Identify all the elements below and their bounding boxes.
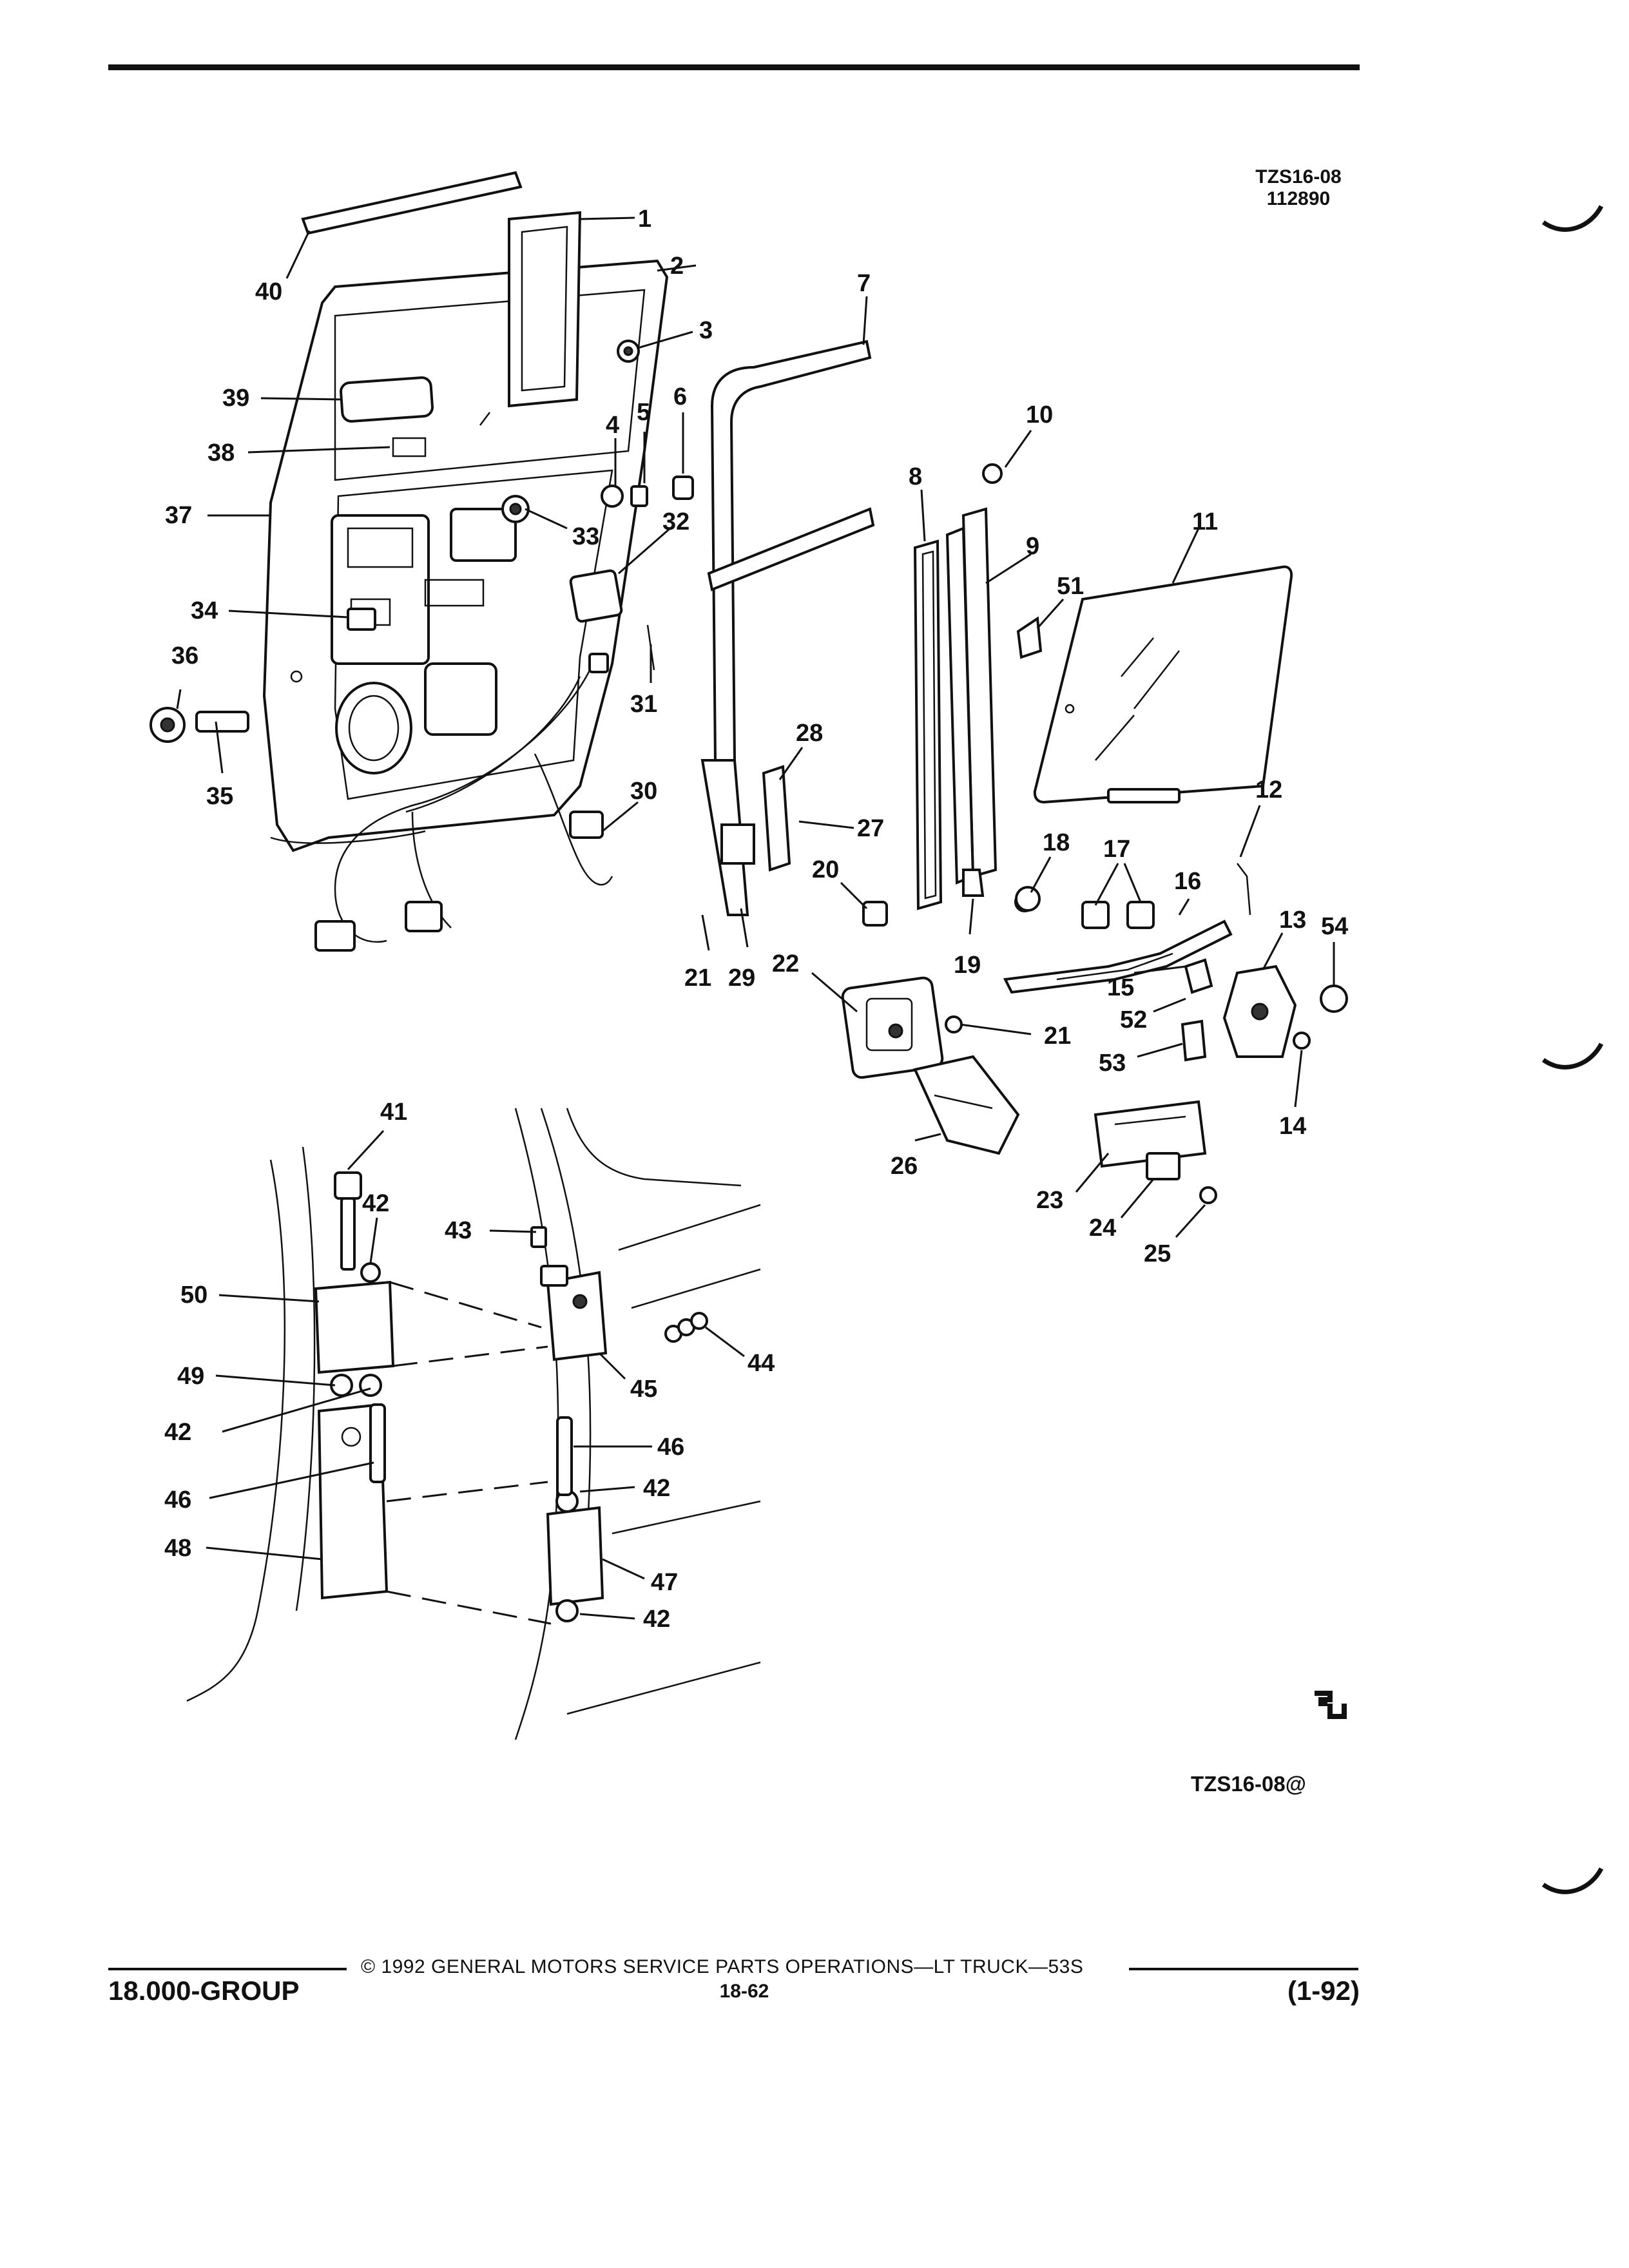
- callout-48: 48: [164, 1535, 191, 1562]
- callout-11: 11: [1192, 508, 1218, 535]
- callout-8: 8: [909, 463, 922, 490]
- glass-run-frame: [479, 211, 582, 426]
- binder-hole-mark-icon: [1541, 205, 1604, 232]
- callout-15: 15: [1107, 974, 1134, 1001]
- callout-1: 1: [638, 206, 651, 233]
- figure-reference: TZS16-08 112890: [1244, 166, 1353, 210]
- callout-52: 52: [1120, 1006, 1147, 1033]
- callout-12: 12: [1255, 776, 1282, 803]
- callout-40: 40: [255, 278, 282, 305]
- callout-49: 49: [177, 1363, 204, 1390]
- callout-54: 54: [1321, 913, 1348, 940]
- callout-42d: 42: [643, 1606, 670, 1633]
- callout-38: 38: [207, 439, 235, 466]
- callout-50: 50: [180, 1282, 207, 1309]
- binder-hole-mark-icon: [1541, 1867, 1604, 1894]
- callout-19: 19: [954, 952, 981, 979]
- callout-6: 6: [673, 383, 687, 410]
- footer-page-number: 18-62: [719, 1981, 769, 2002]
- callout-46a: 46: [657, 1434, 684, 1461]
- latch-rods: [862, 863, 1251, 994]
- glass-run-channels: [913, 463, 1003, 910]
- callout-39: 39: [222, 385, 249, 412]
- callout-3: 3: [699, 317, 713, 344]
- window-channel-40: [301, 171, 523, 235]
- callouts: 1 2 3 4 5 6 7 8 9 10 11 12 13 14 15 16 1…: [164, 206, 1348, 1633]
- footer-rule-left: [108, 1968, 347, 1970]
- callout-44: 44: [747, 1350, 775, 1377]
- callout-37: 37: [165, 502, 192, 529]
- window-glass-11: [1016, 565, 1293, 804]
- callout-25: 25: [1144, 1240, 1171, 1267]
- door-side-hinges: [314, 1171, 395, 1600]
- callout-51: 51: [1057, 573, 1084, 600]
- footer-date: (1-92): [1287, 1975, 1360, 2006]
- figure-code: TZS16-08@: [1191, 1772, 1306, 1796]
- callout-31: 31: [630, 691, 657, 718]
- callout-18: 18: [1043, 829, 1070, 856]
- callout-16: 16: [1174, 868, 1201, 895]
- callout-36: 36: [171, 642, 198, 669]
- callout-14: 14: [1279, 1113, 1306, 1140]
- callout-30: 30: [630, 778, 657, 805]
- footer-rule-right: [1129, 1968, 1358, 1970]
- callout-13: 13: [1279, 907, 1306, 934]
- callout-28: 28: [796, 720, 823, 747]
- callout-34: 34: [191, 597, 218, 624]
- gm-logo-icon: [1315, 1691, 1347, 1719]
- callout-29: 29: [728, 965, 755, 992]
- callout-35: 35: [206, 783, 233, 810]
- callout-4: 4: [606, 412, 619, 439]
- callout-21a: 21: [684, 965, 711, 992]
- callout-33: 33: [572, 523, 599, 550]
- callout-9: 9: [1026, 533, 1039, 560]
- callout-20: 20: [812, 856, 839, 883]
- small-hardware: [149, 340, 694, 743]
- body-side-hinges: [530, 1226, 708, 1622]
- callout-5: 5: [637, 399, 650, 426]
- wiring-harness: [314, 663, 613, 952]
- callout-17: 17: [1103, 836, 1130, 863]
- callout-22: 22: [772, 950, 799, 977]
- callout-26: 26: [891, 1153, 918, 1180]
- callout-23: 23: [1036, 1187, 1063, 1214]
- callout-47: 47: [651, 1569, 678, 1596]
- callout-24: 24: [1089, 1215, 1116, 1242]
- binder-hole-mark-icon: [1541, 1043, 1604, 1070]
- callout-45: 45: [630, 1376, 657, 1403]
- body-pillar: [186, 1108, 761, 1740]
- callout-32: 32: [662, 508, 689, 535]
- callout-42b: 42: [164, 1419, 191, 1446]
- footer-group: 18.000-GROUP: [108, 1975, 300, 2006]
- figure-id: TZS16-08: [1255, 166, 1342, 187]
- callout-43: 43: [445, 1217, 472, 1244]
- hinge-alignment-lines: [386, 1281, 552, 1625]
- callout-21b: 21: [1044, 1023, 1071, 1050]
- callout-10: 10: [1026, 401, 1053, 428]
- figure-number: 112890: [1266, 188, 1331, 209]
- callout-46b: 46: [164, 1486, 191, 1514]
- footer-copyright: © 1992 GENERAL MOTORS SERVICE PARTS OPER…: [361, 1956, 1084, 1977]
- callout-2: 2: [670, 253, 684, 280]
- header-rule: [108, 64, 1360, 70]
- callout-53: 53: [1099, 1050, 1126, 1077]
- door-frame-7: [700, 340, 875, 916]
- callout-42c: 42: [643, 1475, 670, 1502]
- callout-7: 7: [857, 270, 871, 297]
- callout-41: 41: [380, 1099, 407, 1126]
- door-panel: [262, 259, 669, 852]
- callout-27: 27: [857, 815, 884, 842]
- callout-42a: 42: [362, 1190, 389, 1217]
